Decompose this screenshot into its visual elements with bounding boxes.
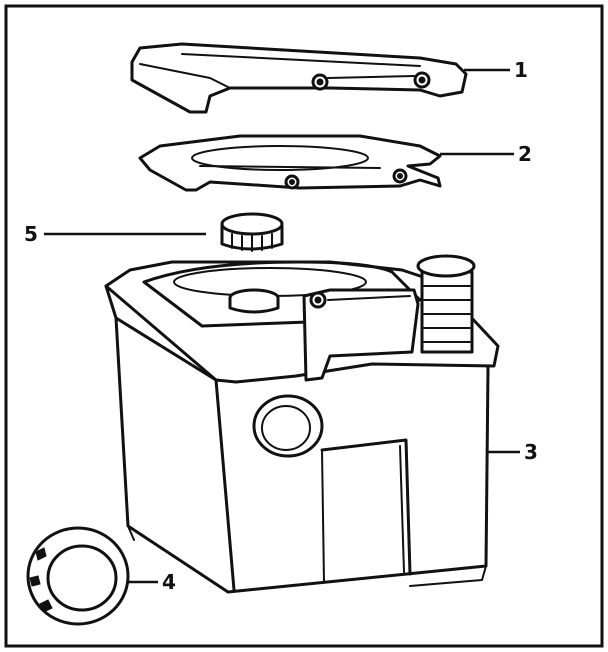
part-3-tank [104,254,500,594]
part-1-lid [130,42,468,114]
callout-2: 2 [518,142,532,166]
diagram-border [4,4,604,648]
part-4-ring-cap [26,526,130,626]
part-5-cap [220,212,284,252]
part-2-seat [138,134,442,192]
callout-5: 5 [24,222,38,246]
callout-4: 4 [162,570,176,594]
callout-1: 1 [514,58,528,82]
callout-3: 3 [524,440,538,464]
